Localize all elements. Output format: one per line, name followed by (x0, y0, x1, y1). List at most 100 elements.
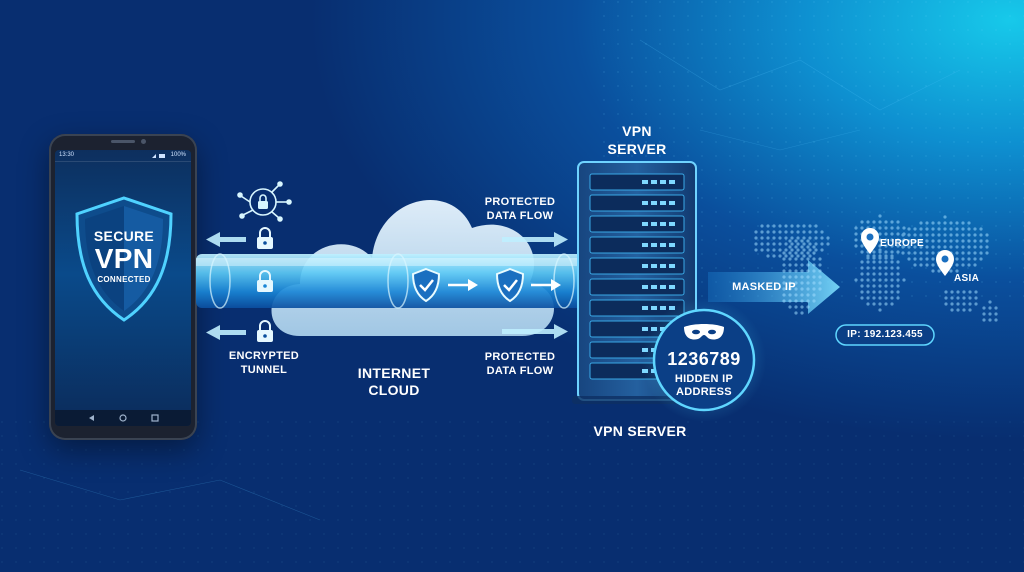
map-dot (800, 299, 804, 303)
map-dot (806, 305, 810, 309)
map-dot (884, 226, 888, 230)
map-dot (944, 290, 948, 294)
map-dot (808, 242, 812, 246)
map-dot (872, 272, 876, 276)
flow-top-line2: DATA FLOW (486, 210, 554, 222)
map-dot (794, 287, 798, 291)
server-led (651, 264, 657, 268)
map-dot (782, 251, 786, 255)
map-dot (772, 236, 776, 240)
map-dot (973, 251, 977, 255)
map-dot (778, 254, 782, 258)
map-dot (794, 257, 798, 261)
map-dot (919, 263, 923, 267)
badge-secure: SECURE (93, 228, 155, 244)
map-dot (884, 296, 888, 300)
map-dot (788, 269, 792, 273)
map-dot (919, 233, 923, 237)
map-dot (949, 221, 953, 225)
map-dot (943, 221, 947, 225)
phone-nav-bar (89, 414, 159, 422)
arrow-icon (502, 232, 568, 247)
map-dot (772, 230, 776, 234)
map-dot (808, 236, 812, 240)
map-dot (878, 220, 882, 224)
map-dot (820, 242, 824, 246)
map-dot (796, 248, 800, 252)
map-dot (950, 296, 954, 300)
map-dot (808, 248, 812, 252)
map-dot (878, 214, 882, 218)
map-dot (955, 233, 959, 237)
map-dot (962, 296, 966, 300)
map-dot (790, 224, 794, 228)
server-led (651, 201, 657, 205)
server-unit (589, 236, 685, 254)
map-dot (913, 227, 917, 231)
map-dot (818, 287, 822, 291)
map-dot (866, 284, 870, 288)
map-dot (860, 284, 864, 288)
map-dot (812, 257, 816, 261)
map-dot (890, 238, 894, 242)
map-dot (931, 233, 935, 237)
server-led (651, 306, 657, 310)
map-dot (949, 233, 953, 237)
map-dot (979, 251, 983, 255)
arrow-icon (206, 325, 246, 340)
map-dot (784, 242, 788, 246)
server-led (642, 285, 648, 289)
map-dot (878, 248, 882, 252)
map-dot (796, 242, 800, 246)
map-dot (802, 230, 806, 234)
map-dot (979, 239, 983, 243)
map-dot (806, 269, 810, 273)
map-dot (896, 226, 900, 230)
map-dot (979, 227, 983, 231)
map-dot (956, 290, 960, 294)
map-dot (973, 263, 977, 267)
map-dot (878, 290, 882, 294)
map-dot (907, 233, 911, 237)
map-dot (896, 266, 900, 270)
map-dot (800, 275, 804, 279)
map-dot (925, 245, 929, 249)
map-dot (967, 239, 971, 243)
server-led (642, 201, 648, 205)
map-dot (890, 284, 894, 288)
map-dot (766, 248, 770, 252)
map-dot (766, 254, 770, 258)
map-dot (800, 305, 804, 309)
map-dot (949, 239, 953, 243)
map-dot (778, 230, 782, 234)
map-dot (800, 311, 804, 315)
map-dot (794, 281, 798, 285)
map-dot (872, 302, 876, 306)
map-dot (878, 232, 882, 236)
map-dot (890, 244, 894, 248)
map-dot (967, 233, 971, 237)
map-dot (988, 300, 992, 304)
map-dot (778, 242, 782, 246)
hidden-ip-line2: ADDRESS (676, 386, 732, 398)
map-dot (812, 251, 816, 255)
map-dot (982, 306, 986, 310)
map-dot (788, 263, 792, 267)
badge-connected: CONNECTED (97, 275, 151, 284)
map-dot (860, 296, 864, 300)
map-dot (812, 293, 816, 297)
map-dot (931, 239, 935, 243)
map-dot (754, 236, 758, 240)
map-dot (784, 236, 788, 240)
lock-icon (257, 320, 273, 342)
map-dot (818, 269, 822, 273)
map-dot (794, 263, 798, 267)
map-dot (754, 248, 758, 252)
map-dot (943, 215, 947, 219)
map-dot (950, 302, 954, 306)
map-dot (907, 245, 911, 249)
map-dot (794, 245, 798, 249)
map-dot (925, 227, 929, 231)
map-dot (982, 312, 986, 316)
map-dot (979, 245, 983, 249)
